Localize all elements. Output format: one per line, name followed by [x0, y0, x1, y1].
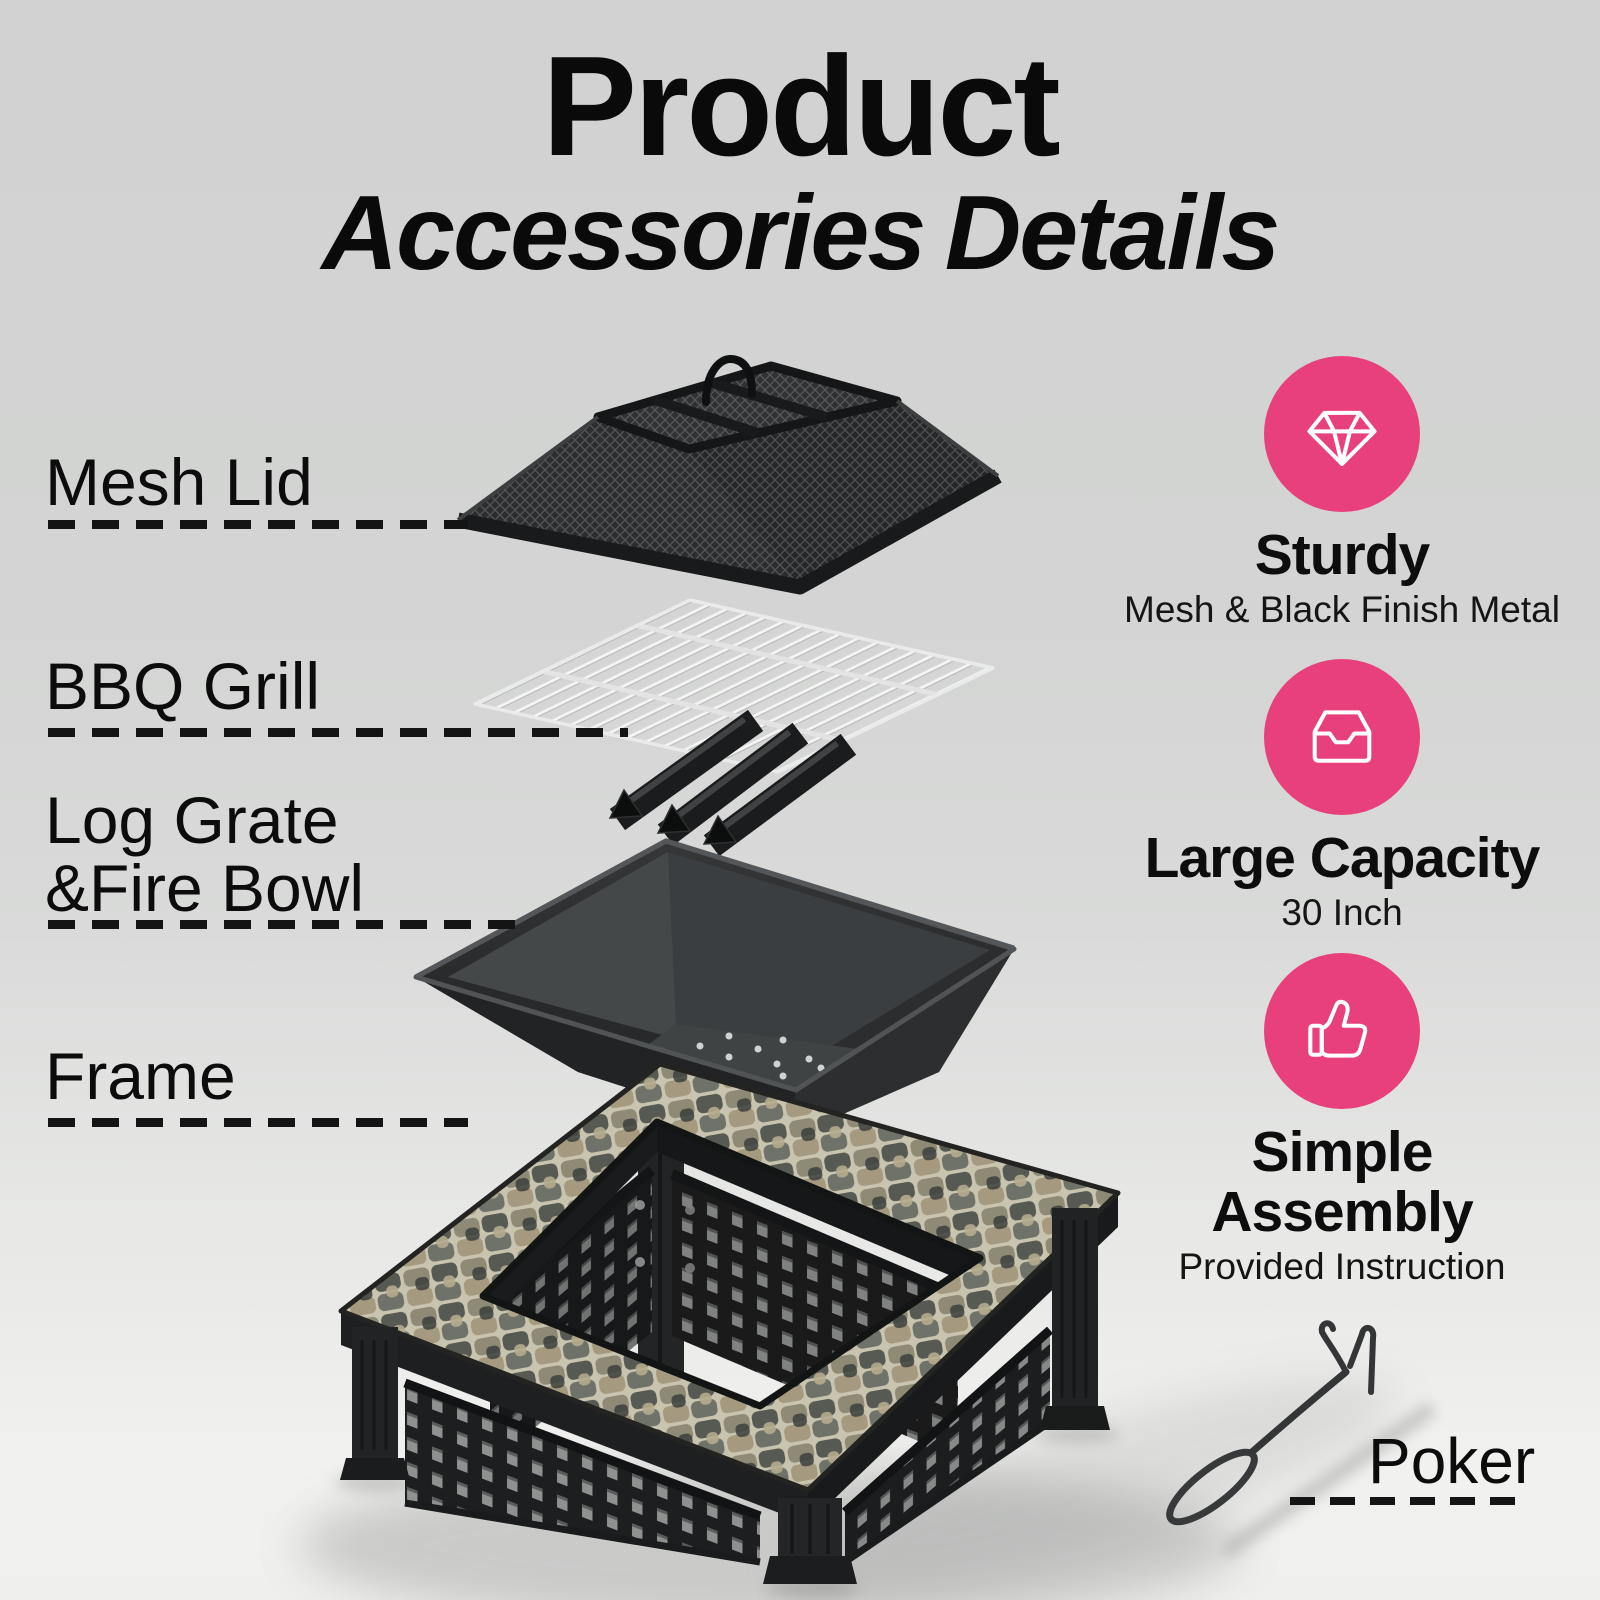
frame-image	[338, 1061, 1121, 1584]
mesh-lid-image	[456, 354, 1002, 595]
thumbs-up-icon	[1308, 999, 1368, 1058]
log-grate-image	[608, 709, 857, 857]
log-grate-bar	[702, 733, 857, 857]
page-subtitle: Accessories Details	[321, 174, 1281, 292]
bbq-grill-label: BBQ Grill	[45, 649, 321, 723]
fire-bowl-image	[413, 838, 1017, 1139]
feature-circle	[1264, 356, 1420, 512]
frame-label: Frame	[45, 1039, 236, 1113]
log-grate-label-line1: Log Grate	[45, 783, 339, 857]
feature-subtitle: Provided Instruction	[1178, 1246, 1506, 1287]
feature-circle	[1264, 953, 1420, 1109]
poker-dashed-line	[1290, 1497, 1525, 1505]
mesh-lid-label: Mesh Lid	[45, 445, 313, 519]
feature-subtitle: Mesh & Black Finish Metal	[1124, 589, 1560, 630]
poker-label: Poker	[1368, 1425, 1536, 1497]
poker-shadow	[1221, 1402, 1436, 1558]
feature-subtitle: 30 Inch	[1281, 892, 1403, 933]
feature-circle	[1264, 659, 1420, 815]
feature-title: Sturdy	[1254, 523, 1431, 587]
feature-large-capacity: Large Capacity 30 Inch	[1120, 659, 1564, 934]
inbox-icon	[1312, 710, 1372, 763]
lid-handle	[702, 354, 756, 406]
feature-title: Large Capacity	[1144, 826, 1541, 890]
mesh-lid-dashed-line	[48, 520, 468, 529]
frame-apron	[341, 1193, 1118, 1524]
feature-simple-assembly: Simple Assembly Provided Instruction	[1120, 953, 1564, 1288]
log-grate-label-line2: &Fire Bowl	[45, 851, 365, 925]
feature-title: Simple Assembly	[1211, 1120, 1473, 1244]
log-grate-dashed-line	[48, 920, 528, 929]
poker-image	[1166, 1320, 1377, 1526]
log-grate-fire-bowl-label: Log Grate &Fire Bowl	[45, 786, 364, 922]
frame-dashed-line	[48, 1118, 468, 1127]
frame-front-panels	[403, 1326, 1053, 1566]
feature-sturdy: Sturdy Mesh & Black Finish Metal	[1120, 356, 1564, 631]
bbq-grill-dashed-line	[48, 728, 628, 737]
log-grate-bar	[656, 722, 809, 846]
page-title: Product	[542, 27, 1060, 186]
diamond-icon	[1307, 410, 1377, 466]
frame-legs	[340, 1208, 1110, 1584]
frame-tile-top	[338, 1061, 1121, 1493]
log-grate-bar	[608, 709, 764, 831]
